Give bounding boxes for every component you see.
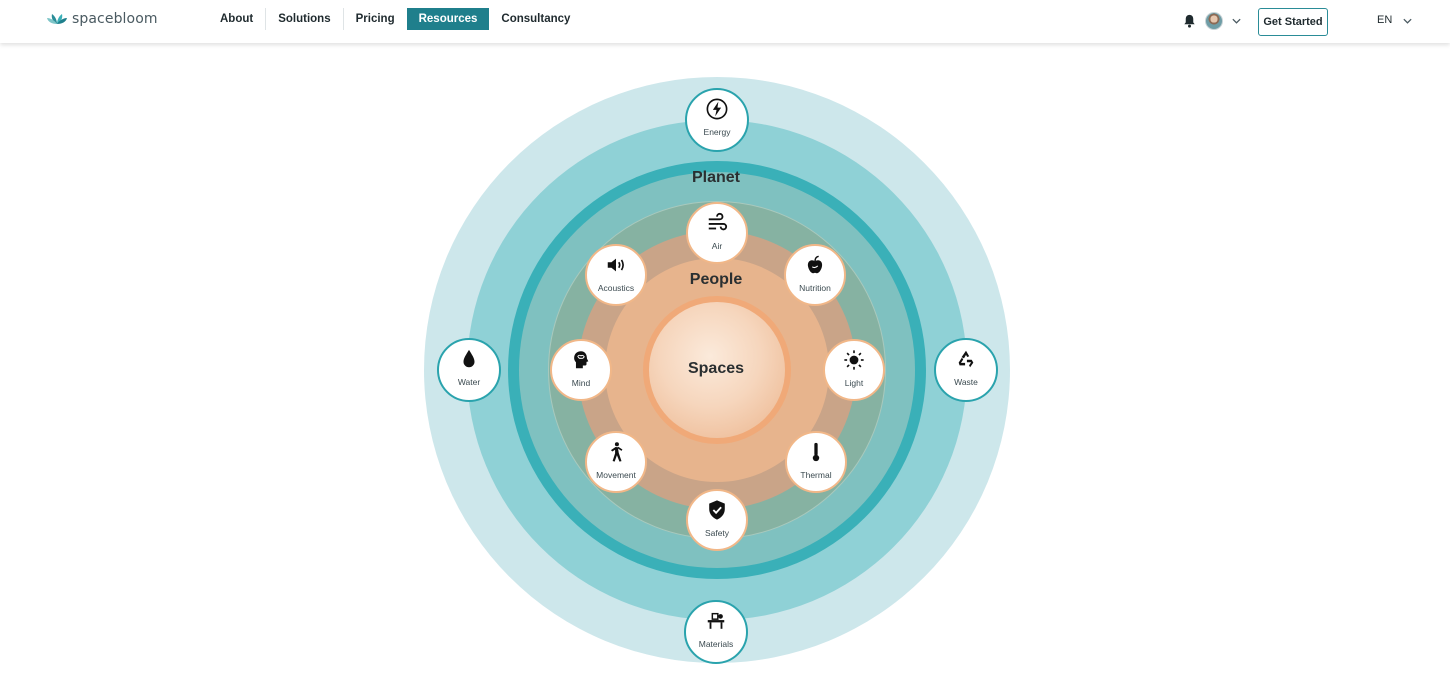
node-water[interactable]: Water <box>437 338 501 402</box>
node-waste[interactable]: Waste <box>934 338 998 402</box>
node-air[interactable]: Air <box>686 202 748 264</box>
spaces-core <box>649 302 785 438</box>
thermometer-icon <box>812 442 820 462</box>
user-avatar[interactable] <box>1205 12 1223 30</box>
nav-resources[interactable]: Resources <box>406 8 490 30</box>
chevron-down-icon[interactable] <box>1231 16 1242 26</box>
lotus-icon <box>47 14 67 24</box>
head-brain-icon <box>574 351 589 369</box>
node-label: Materials <box>698 639 734 649</box>
node-label: Light <box>844 378 864 388</box>
get-started-button[interactable]: Get Started <box>1258 8 1328 36</box>
chevron-down-icon[interactable] <box>1402 16 1413 26</box>
node-label: Acoustics <box>597 283 635 293</box>
node-label: Thermal <box>800 470 832 480</box>
language-selector[interactable]: EN <box>1377 14 1393 26</box>
speaker-icon <box>607 258 624 272</box>
nav-solutions[interactable]: Solutions <box>265 8 342 30</box>
logo-text: spacebloom <box>72 11 158 27</box>
sun-icon <box>844 350 864 370</box>
node-materials[interactable]: Materials <box>684 600 748 664</box>
node-movement[interactable]: Movement <box>585 431 647 493</box>
node-nutrition[interactable]: Nutrition <box>784 244 846 306</box>
node-label: Mind <box>571 378 591 388</box>
wind-icon <box>708 212 728 231</box>
node-light[interactable]: Light <box>823 339 885 401</box>
water-drop-icon <box>463 349 475 368</box>
walking-person-icon <box>610 442 623 462</box>
bell-icon[interactable] <box>1182 13 1197 29</box>
node-mind[interactable]: Mind <box>550 339 612 401</box>
node-label: Safety <box>704 528 730 538</box>
node-label: Waste <box>954 377 978 387</box>
apple-icon <box>807 255 823 274</box>
planet-title: Planet <box>691 169 740 186</box>
node-acoustics[interactable]: Acoustics <box>585 244 647 306</box>
main-nav: About Solutions Pricing Resources Consul… <box>208 8 582 30</box>
nav-pricing[interactable]: Pricing <box>342 8 407 30</box>
materials-icon <box>707 612 725 629</box>
recycle-icon <box>958 350 974 368</box>
node-safety[interactable]: Safety <box>686 489 748 551</box>
nav-consultancy[interactable]: Consultancy <box>501 13 571 25</box>
spacebloom-logo[interactable]: spacebloom <box>47 10 158 28</box>
bolt-icon <box>706 98 728 120</box>
nav-about[interactable]: About <box>220 13 254 25</box>
top-navigation-bar: spacebloom About Solutions Pricing Resou… <box>0 0 1450 43</box>
node-label: Water <box>457 377 481 387</box>
spaces-label: Spaces <box>687 360 745 377</box>
node-label: Energy <box>703 127 731 137</box>
node-label: Air <box>711 241 723 251</box>
shield-icon <box>709 500 725 520</box>
node-label: Nutrition <box>799 283 831 293</box>
node-thermal[interactable]: Thermal <box>785 431 847 493</box>
node-energy[interactable]: Energy <box>685 88 749 152</box>
node-label: Movement <box>596 470 636 480</box>
people-title: People <box>689 271 743 288</box>
